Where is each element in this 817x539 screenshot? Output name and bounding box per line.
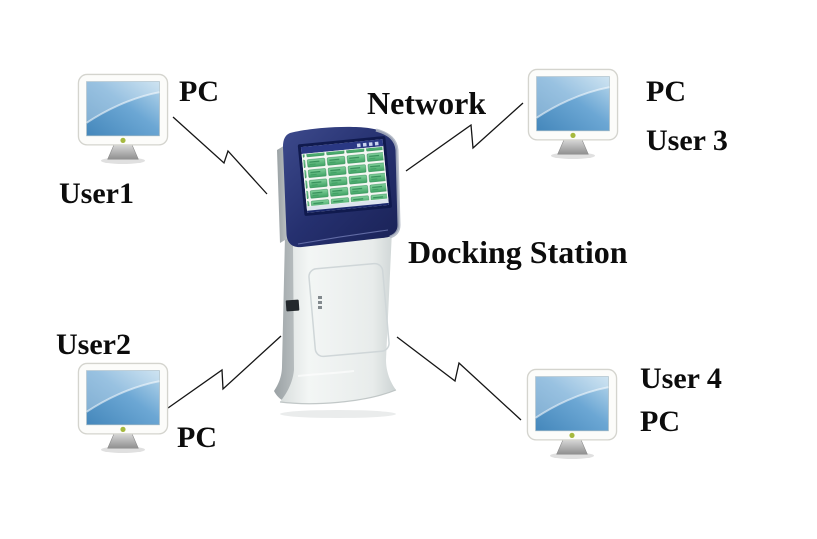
docking-station-label: Docking Station xyxy=(408,234,628,270)
pc-monitor-icon-user4 xyxy=(526,368,618,460)
device-label-user2: PC xyxy=(177,421,217,454)
pc-monitor-icon-user1 xyxy=(77,73,169,165)
link-user1-dock xyxy=(172,116,268,195)
network-label: Network xyxy=(367,85,487,121)
link-dock-user4 xyxy=(396,336,522,421)
docking-station-kiosk-icon xyxy=(274,126,401,418)
device-label-user4: PC xyxy=(640,405,680,438)
device-label-user1: PC xyxy=(179,75,219,108)
user-label-user2: User2 xyxy=(56,328,131,361)
pc-monitor-icon-user2 xyxy=(77,362,169,454)
user-label-user3: User 3 xyxy=(646,124,728,157)
user-label-user4: User 4 xyxy=(640,362,722,395)
device-label-user3: PC xyxy=(646,75,686,108)
pc-monitor-icon-user3 xyxy=(527,68,619,160)
user-label-user1: User1 xyxy=(59,177,134,210)
link-user2-dock xyxy=(167,335,282,409)
